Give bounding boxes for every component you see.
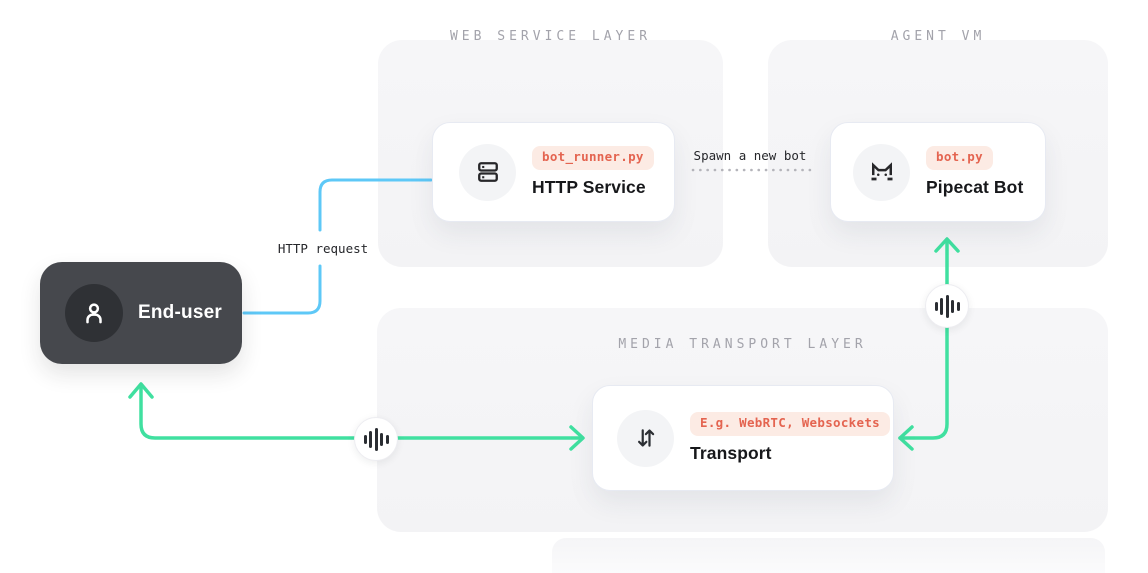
- spawn-bot-label: Spawn a new bot: [693, 148, 807, 163]
- transport-title: Transport: [690, 442, 772, 463]
- http-request-label: HTTP request: [277, 241, 369, 256]
- transport-badge: E.g. WebRTC, Websockets: [690, 412, 890, 436]
- end-user-title: End-user: [138, 302, 222, 323]
- http-service-badge: bot_runner.py: [532, 146, 654, 170]
- media-transport-layer-title: MEDIA TRANSPORT LAYER: [618, 337, 867, 352]
- http-service-title: HTTP Service: [532, 176, 646, 197]
- web-service-layer-title: WEB SERVICE LAYER: [449, 29, 652, 44]
- pipecat-bot-title: Pipecat Bot: [926, 176, 1024, 197]
- transport-node: E.g. WebRTC, Websockets Transport: [592, 385, 894, 491]
- up-down-arrows-icon: [617, 409, 674, 467]
- waveform-icon: [925, 284, 969, 328]
- pipecat-bot-badge: bot.py: [926, 146, 993, 170]
- pipecat-cat-icon: [853, 143, 910, 201]
- background-panel-edge: [552, 538, 1105, 573]
- http-service-node: bot_runner.py HTTP Service: [432, 122, 675, 222]
- pipecat-bot-node: bot.py Pipecat Bot: [830, 122, 1046, 222]
- end-user-node: End-user: [40, 262, 242, 364]
- agent-vm-title: AGENT VM: [890, 29, 986, 44]
- server-icon: [459, 143, 516, 201]
- person-icon: [65, 284, 123, 342]
- waveform-icon: [354, 417, 398, 461]
- arrowhead-up-icon: [128, 382, 154, 399]
